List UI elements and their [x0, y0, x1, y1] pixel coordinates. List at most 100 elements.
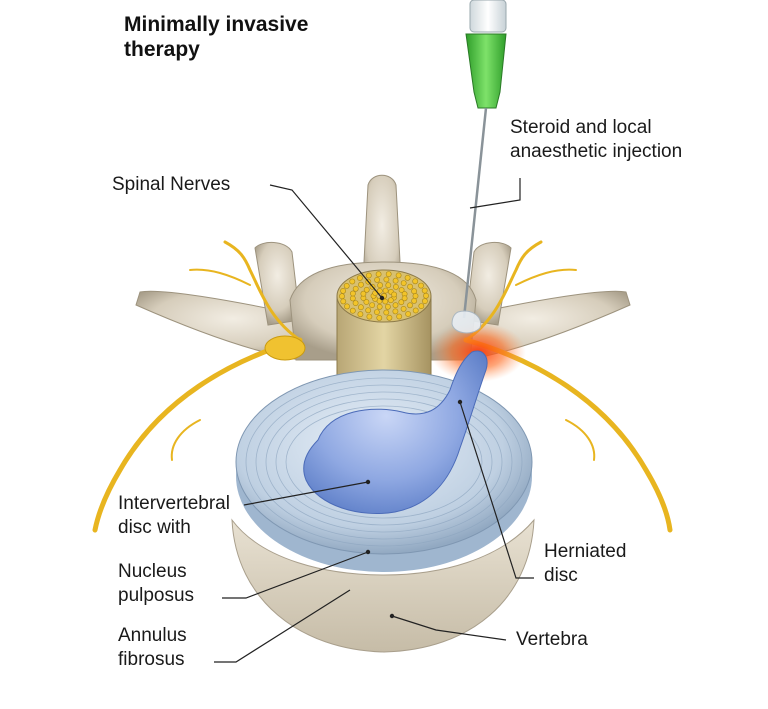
nerve-fiber-end [375, 271, 382, 278]
nerve-fiber-end [365, 307, 372, 314]
nerve-fiber-end [382, 298, 389, 305]
label-injection: Steroid and local anaesthetic injection [510, 116, 682, 164]
nerve-fiber-end [352, 285, 359, 292]
leader-injection [469, 178, 521, 209]
nerve-fiber-end [340, 298, 347, 305]
nerve-fiber-end [377, 282, 383, 289]
nerve-fiber-end [421, 287, 428, 294]
nerve-fiber-end [392, 308, 399, 315]
label-injection-line-2: anaesthetic injection [510, 141, 683, 162]
nerve-fiber-end [349, 307, 356, 314]
nerve-fiber-end [387, 297, 394, 304]
nerve-fiber-end [363, 299, 370, 305]
nerve-fiber-end [418, 282, 424, 289]
nerve-fiber-end [366, 313, 373, 320]
label-spinal-nerves-text: Spinal Nerves [112, 174, 231, 195]
diagram-title: Minimally invasive therapy [124, 12, 384, 62]
nerve-fiber-end [339, 293, 345, 300]
title-line-1: Minimally invasive [124, 13, 309, 36]
nerve-fiber-end [392, 302, 399, 309]
nerve-fiber-end [412, 278, 419, 285]
label-annulus-line-1: Annulus [118, 625, 187, 646]
leader-vertebra [391, 615, 507, 641]
nerve-fiber-end [343, 282, 350, 289]
vertebral-body [231, 518, 535, 653]
needle-hub [465, 33, 507, 109]
label-herniated-line-2: disc [544, 565, 578, 586]
label-annulus-line-2: fibrosus [118, 649, 185, 670]
nerve-fiber-end [360, 290, 367, 297]
nerve-fiber-end [349, 290, 356, 297]
nerve-fiber-end [373, 309, 380, 315]
nerve-fiber-end [383, 276, 390, 283]
leader-herniated [459, 401, 534, 579]
injection-droplet [451, 310, 482, 334]
nerve-fiber-end [423, 292, 429, 299]
title-line-2: therapy [124, 38, 200, 61]
nerve-fiber-end [352, 300, 359, 306]
label-intervertebral: Intervertebral disc with [118, 492, 230, 540]
needle-shaft [462, 107, 488, 319]
nerve-fiber-end [395, 272, 402, 279]
label-vertebra-text: Vertebra [516, 629, 588, 650]
leader-lines [214, 178, 534, 663]
label-annulus: Annulus fibrosus [118, 624, 187, 672]
nerve-fiber-end [401, 295, 408, 302]
nerve-fiber-end [384, 303, 391, 310]
leader-dots [365, 295, 463, 619]
nerve-fiber-end [376, 314, 383, 321]
nerve-fiber-end [386, 314, 393, 321]
leader-annulus [214, 589, 351, 663]
label-nucleus-line-2: pulposus [118, 585, 195, 606]
nerve-fiber-end [383, 309, 390, 316]
label-intervertebral-line-2: disc with [118, 517, 191, 538]
nerve-fiber-end [418, 303, 425, 309]
nerve-fiber-end [391, 291, 397, 298]
leader-nucleus [243, 481, 369, 506]
nerve-fiber-end [412, 307, 419, 314]
nerve-fiber-ends [339, 271, 429, 321]
nerve-fiber-end [392, 277, 399, 284]
nerve-fiber-end [412, 293, 419, 299]
nerve-fiber-end [398, 287, 405, 293]
nerve-fiber-end [421, 298, 428, 304]
label-herniated-line-1: Herniated [544, 541, 627, 562]
nerve-fiber-end [376, 303, 383, 310]
nerve-fiber-end [376, 288, 383, 294]
label-spinal-nerves: Spinal Nerves [112, 173, 230, 197]
nerve-fiber-end [411, 297, 417, 304]
nerve-fiber-end [396, 313, 403, 320]
label-injection-line-1: Steroid and local [510, 117, 652, 138]
nerve-fiber-end [382, 287, 389, 294]
nerve-fiber-end [365, 272, 372, 279]
nerve-fiber-end [411, 288, 417, 295]
nerve-fiber-end [356, 275, 363, 281]
label-vertebra: Vertebra [516, 628, 588, 652]
nerve-fiber-end [405, 311, 411, 317]
nerve-fiber-end [385, 271, 392, 277]
left-nerve-ganglion [264, 335, 306, 361]
nerve-fiber-end [344, 303, 350, 310]
nerve-fiber-end [404, 274, 411, 281]
label-intervertebral-line-1: Intervertebral [118, 493, 230, 514]
annulus-rings [245, 377, 523, 547]
nerve-fiber-end [407, 302, 413, 309]
nerve-fiber-end [400, 280, 407, 286]
leader-spinal-nerves [269, 184, 383, 299]
label-nucleus-line-1: Nucleus [118, 561, 187, 582]
syringe-barrel [469, 0, 507, 33]
leader-annulus-disc [222, 551, 369, 599]
nerve-fiber-end [349, 278, 356, 285]
label-nucleus: Nucleus pulposus [118, 560, 194, 608]
nerve-fiber-end [398, 299, 405, 306]
nerve-fiber-end [340, 287, 346, 294]
label-herniated: Herniated disc [544, 540, 626, 588]
nucleus-pulposus [303, 350, 488, 515]
nerve-fiber-end [357, 304, 364, 311]
nerve-fiber-end [392, 283, 399, 290]
nerve-fiber-end [385, 282, 392, 289]
nerve-fiber-end [369, 302, 375, 308]
nerve-fiber-end [407, 283, 413, 290]
